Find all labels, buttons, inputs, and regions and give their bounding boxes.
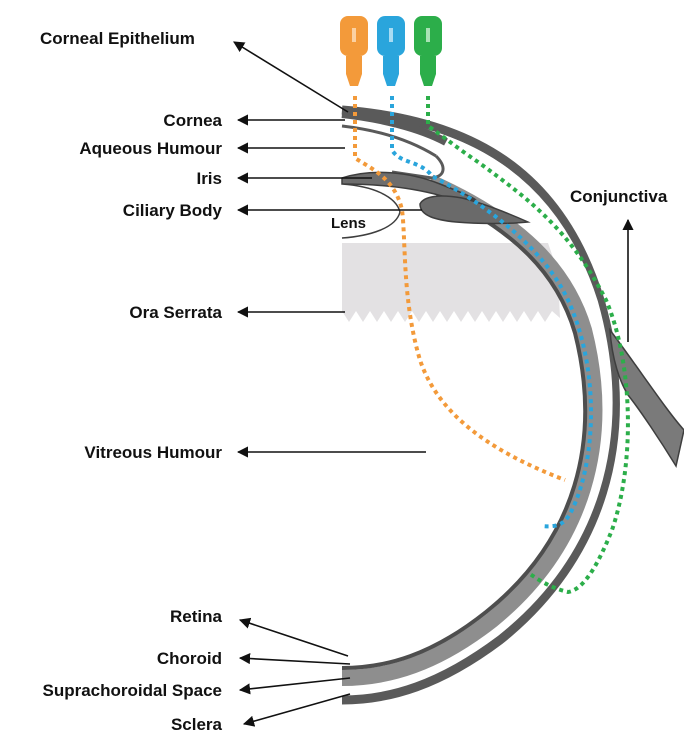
label-aqueous-humour: Aqueous Humour bbox=[79, 139, 222, 158]
corneal-epithelium-arrow bbox=[234, 42, 348, 112]
label-suprachoroidal-space: Suprachoroidal Space bbox=[43, 681, 223, 700]
blue-dropper-icon bbox=[377, 16, 405, 86]
label-vitreous-humour: Vitreous Humour bbox=[84, 443, 222, 462]
label-ora-serrata: Ora Serrata bbox=[129, 303, 222, 322]
retina-arrow bbox=[240, 620, 348, 656]
label-corneal-epithelium: Corneal Epithelium bbox=[40, 29, 195, 48]
label-choroid: Choroid bbox=[157, 649, 222, 668]
label-lens: Lens bbox=[331, 215, 366, 232]
choroid-arrow bbox=[240, 658, 350, 664]
label-sclera: Sclera bbox=[171, 715, 223, 733]
sclera-arrow bbox=[244, 694, 350, 724]
label-cornea: Cornea bbox=[163, 111, 222, 130]
orange-dropper-icon bbox=[340, 16, 368, 86]
suprachoroidal-space-arrow bbox=[240, 678, 350, 690]
conjunctiva-shape bbox=[610, 330, 684, 466]
label-retina: Retina bbox=[170, 607, 223, 626]
green-dropper-icon bbox=[414, 16, 442, 86]
label-conjunctiva: Conjunctiva bbox=[570, 187, 668, 206]
label-iris: Iris bbox=[196, 169, 222, 188]
label-ciliary-body: Ciliary Body bbox=[123, 201, 223, 220]
